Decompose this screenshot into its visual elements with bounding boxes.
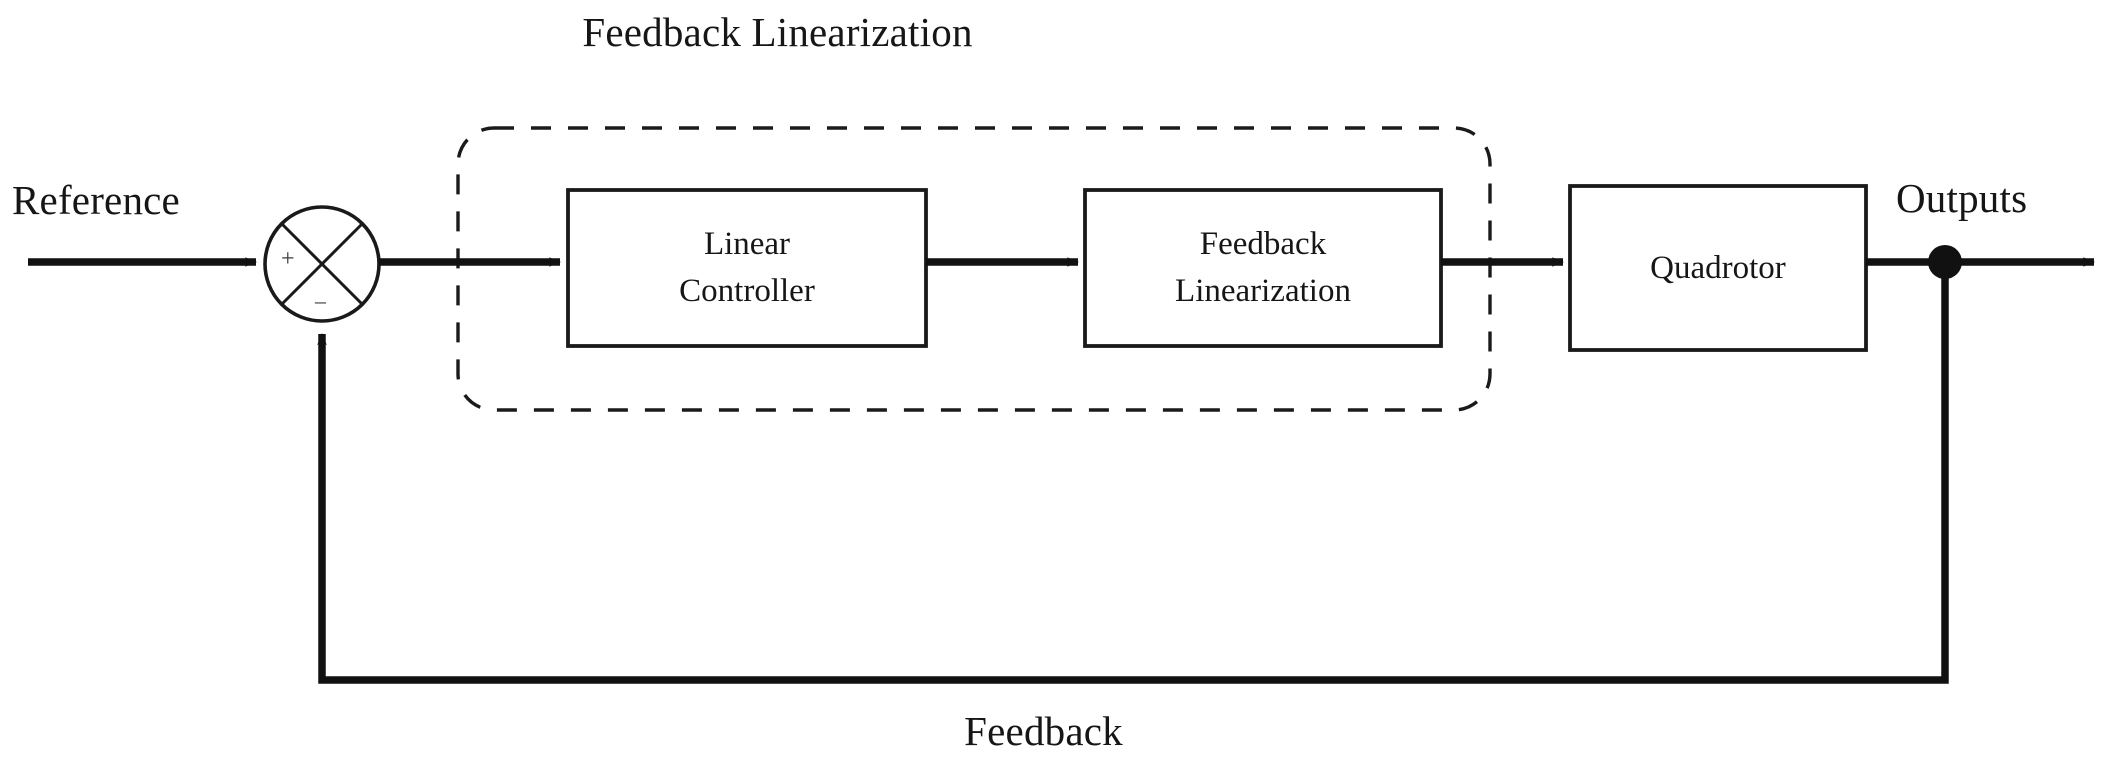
summing-junction-plus-sign: + <box>281 246 295 272</box>
reference-label: Reference <box>12 177 180 223</box>
quadrotor-block[interactable] <box>1568 184 1868 352</box>
diagram-title: Feedback Linearization <box>582 9 973 55</box>
dashed-group-box <box>456 126 1492 412</box>
feedback-path <box>317 262 1949 684</box>
feedback-label: Feedback <box>964 708 1123 754</box>
summing-junction-minus-sign: – <box>315 288 326 313</box>
outputs-label: Outputs <box>1896 175 2028 221</box>
summing-junction-cross-b <box>280 222 364 306</box>
feedback-linearization-block[interactable] <box>1083 188 1443 348</box>
linear-controller-block[interactable] <box>566 188 928 348</box>
